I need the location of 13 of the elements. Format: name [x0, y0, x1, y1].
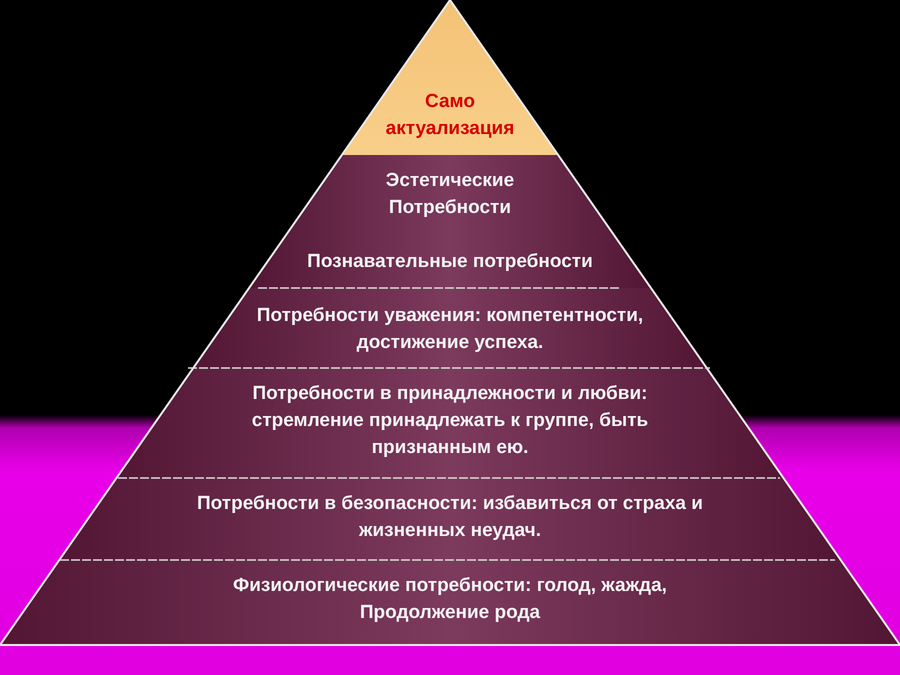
pyramid-tier [249, 155, 651, 288]
pyramid-tier [193, 288, 707, 368]
tier-label: Само актуализация [384, 90, 516, 141]
tier-label: Познавательные потребности [306, 250, 594, 274]
pyramid-tier [116, 368, 784, 478]
tier-label: Эстетические Потребности [384, 169, 516, 220]
tier-label: Потребности уважения: компетентности, достижение успеха. [256, 304, 644, 355]
pyramid-tier [59, 478, 841, 560]
pyramid-tier [0, 560, 900, 645]
pyramid-apex [342, 0, 558, 155]
tier-label: Физиологические потребности: голод, жажда, Продолжение рода [232, 574, 668, 625]
tier-label: Потребности в принадлежности и любви: стремление принадлежать к группе, быть признанным ею. [250, 382, 650, 460]
tier-label: Потребности в безопасности: избавиться от страха и жизненных неудач. [196, 492, 704, 543]
